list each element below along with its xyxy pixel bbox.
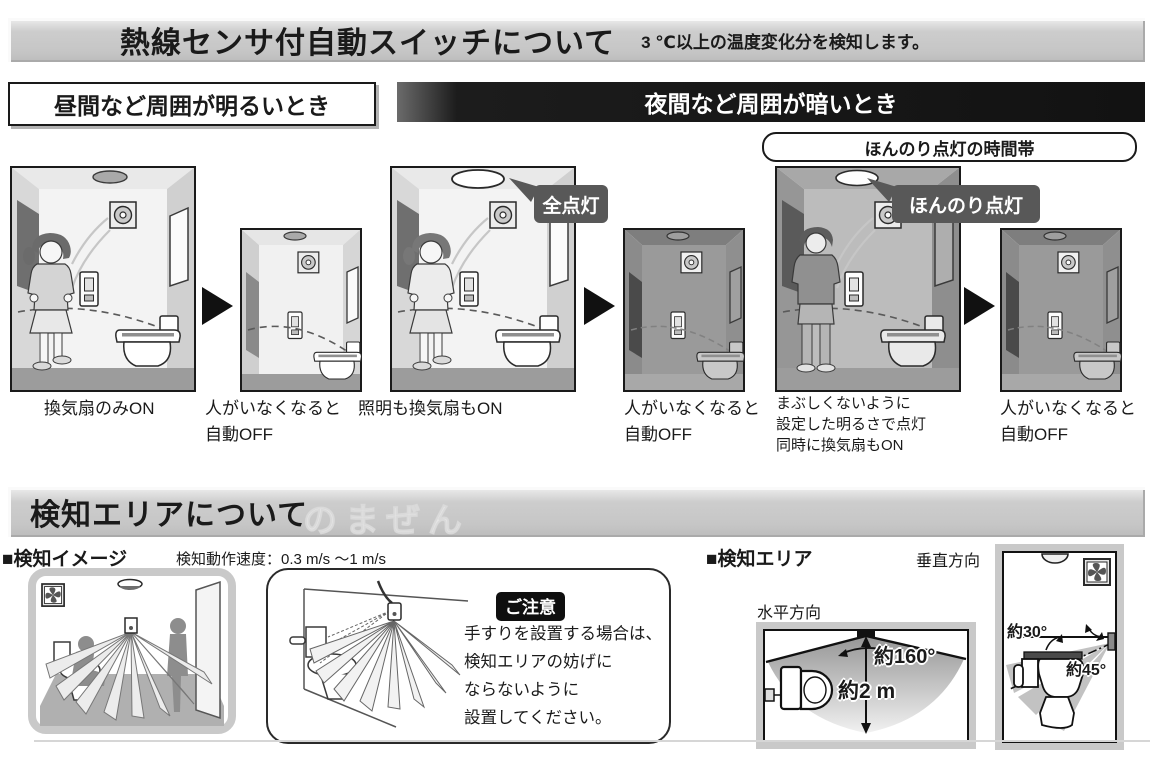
vent-fan-icon (109, 201, 137, 229)
arrow-right-icon (964, 287, 995, 325)
soft-light-label: ほんのり点灯 (908, 195, 1023, 217)
toilet-top-bowl (799, 669, 834, 711)
full-light-label: 全点灯 (542, 195, 600, 217)
caption-step6: 人がいなくなると自動OFF (1000, 399, 1136, 444)
sensor-switch (287, 311, 303, 340)
sensor-switch (387, 602, 402, 621)
detection-section-title: 検知エリアについて (30, 499, 309, 532)
callout-pointer-icon (509, 178, 539, 202)
detection-beam (630, 325, 738, 357)
ceiling-light-off (666, 231, 690, 241)
ceiling-light-off (283, 231, 307, 241)
vertical-area-diagram (995, 544, 1124, 750)
caption-step5: まぶしくないように設定した明るさで点灯同時に換気扇もON (776, 395, 927, 454)
sensor-beams (309, 620, 461, 712)
detection-image-label: ■検知イメージ (2, 549, 128, 570)
sensor-beams (45, 631, 213, 721)
sensor (1107, 632, 1115, 651)
notice-text: 手すりを設置する場合は、 検知エリアの妨げに ならないように 設置してください。 (464, 625, 662, 727)
ceiling-light (1041, 553, 1069, 564)
vertical-angle-down-label: 約45° (1066, 662, 1107, 679)
horizontal-area-art (765, 631, 967, 734)
soft-light-band: ほんのり点灯の時間帯 (762, 132, 1137, 162)
caption-step3: 照明も換気扇もON (358, 399, 503, 418)
horizontal-direction-label: 水平方向 (757, 605, 822, 622)
panel-night-occupied-soft (775, 166, 961, 392)
vent-fan-icon (41, 583, 65, 607)
notice-box: ご注意 手すりを設置する場合は、 検知エリアの妨げに ならないように 設置してく… (266, 568, 671, 744)
day-section-heading: 昼間など周囲が明るいとき (8, 82, 376, 126)
detection-beam (247, 325, 355, 357)
toilet-top-tank (779, 665, 803, 711)
night-section-heading: 夜間など周囲が暗いとき (397, 82, 1145, 122)
page-header-bar: 熱線センサ付自動スイッチについて 3 ℃以上の温度変化分を検知します。 (8, 18, 1145, 62)
sensor (857, 631, 875, 637)
panel-night-empty-dark-2 (1000, 228, 1122, 392)
notice-illustration (289, 580, 469, 728)
ceiling-light-off (92, 170, 128, 184)
bottom-divider (34, 740, 1150, 742)
detection-beam (1007, 325, 1115, 357)
door (195, 580, 221, 720)
notice-badge: ご注意 (496, 592, 565, 621)
vertical-direction-label: 垂直方向 (916, 553, 981, 570)
watermark: のまぜん (303, 502, 470, 541)
day-heading-label: 昼間など周囲が明るいとき (54, 93, 330, 119)
sensor-switch (670, 311, 686, 340)
vent-fan-icon (680, 251, 703, 274)
page-title: 熱線センサ付自動スイッチについて (120, 27, 616, 60)
wall-switch (765, 688, 775, 702)
ceiling-light-off (1043, 231, 1067, 241)
soft-light-callout: ほんのり点灯 (867, 178, 1040, 223)
vertical-angle-top-label: 約30° (1007, 624, 1048, 641)
vent-fan-icon (1057, 251, 1080, 274)
night-heading-label: 夜間など周囲が暗いとき (644, 91, 898, 117)
vent-fan-icon (489, 201, 517, 229)
sensor-switch (844, 271, 864, 307)
horizontal-angle-label: 約160° (874, 646, 936, 668)
ceiling-light-soft (835, 169, 879, 187)
panel-night-empty-dark (623, 228, 745, 392)
person-silhouette-standing (167, 618, 188, 712)
vertical-area-art (1006, 553, 1115, 731)
ceiling-light-on (451, 169, 505, 189)
panel-day-empty (240, 228, 362, 392)
toilet-base (1039, 696, 1075, 729)
caption-step1: 換気扇のみON (44, 399, 155, 418)
caption-step2: 人がいなくなると自動OFF (205, 399, 341, 444)
toilet-tank (1021, 658, 1039, 688)
panel-night-occupied-bright (390, 166, 576, 392)
full-light-callout: 全点灯 (509, 178, 608, 223)
detection-area-label: ■検知エリア (706, 549, 813, 570)
grab-pipe (376, 580, 393, 604)
horizontal-reach-label: 約2 m (838, 680, 896, 703)
detection-speed-label: 検知動作速度：0.3 m/s ～1 m/s (176, 551, 387, 568)
panel-day-occupied (10, 166, 196, 392)
detection-section-bar: 検知エリアについて のまぜん (8, 487, 1145, 541)
sensor-switch (79, 271, 99, 307)
sensor-switch (124, 617, 138, 634)
caption-step4: 人がいなくなると自動OFF (624, 399, 760, 444)
grab-bar (289, 636, 306, 645)
sensor-switch (1047, 311, 1063, 340)
soft-band-label: ほんのり点灯の時間帯 (864, 139, 1035, 159)
callout-pointer-icon (867, 178, 897, 202)
detection-image-scene (28, 568, 236, 734)
arrow-right-icon (584, 287, 615, 325)
arrow-right-icon (202, 287, 233, 325)
sensor-switch (459, 271, 479, 307)
grab-bar (1013, 664, 1024, 688)
header-note: 3 ℃以上の温度変化分を検知します。 (641, 32, 930, 52)
vent-fan-icon (1083, 558, 1111, 586)
vent-fan-icon (297, 251, 320, 274)
